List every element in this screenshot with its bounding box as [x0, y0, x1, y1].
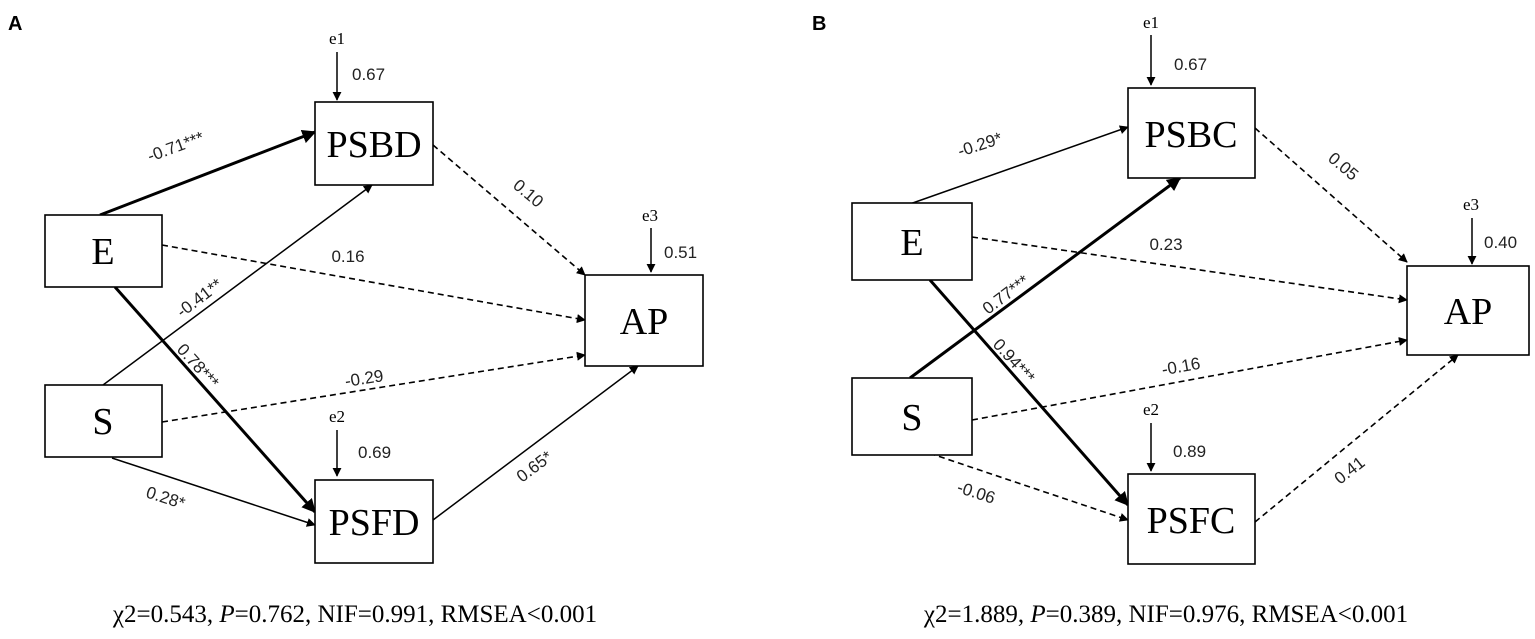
error-e3-value: 0.40 [1484, 233, 1517, 252]
coef-e-psbc: -0.29* [955, 129, 1004, 161]
node-s-label: S [92, 401, 113, 443]
path-e-psbd [99, 130, 317, 217]
path-s-ap [971, 337, 1408, 421]
path-e-ap [161, 244, 586, 324]
node-psfc: PSFC [1127, 473, 1256, 565]
node-s-label: S [901, 397, 922, 439]
path-psfd-ap [432, 365, 639, 521]
coef-e-ap: 0.16 [331, 247, 364, 266]
node-e-label: E [900, 222, 923, 264]
node-ap-label: AP [1444, 291, 1493, 333]
error-e3-name: e3 [642, 206, 658, 225]
path-e-psbc [906, 125, 1129, 206]
coef-psfd-ap: 0.65* [513, 447, 556, 486]
panel-b-label: B [812, 13, 826, 35]
path-psbd-ap [432, 144, 586, 276]
error-e1-name: e1 [329, 29, 345, 48]
node-psbd-label: PSBD [326, 124, 421, 166]
error-e2-value: 0.89 [1173, 442, 1206, 461]
node-ap: AP [1406, 265, 1530, 356]
path-s-psfd [111, 457, 316, 527]
coef-s-psbd: -0.41** [173, 275, 226, 322]
panel-a-label: A [8, 13, 22, 35]
fit-statistics-a: χ2=0.543, P=0.762, NIF=0.991, RMSEA<0.00… [112, 601, 597, 628]
node-e-label: E [91, 231, 114, 273]
node-psbd: PSBD [314, 101, 434, 186]
error-e1-name: e1 [1143, 13, 1159, 32]
path-psbc-ap [1254, 127, 1408, 263]
error-e2-name: e2 [329, 407, 345, 426]
fit-statistics-b: χ2=1.889, P=0.389, NIF=0.976, RMSEA<0.00… [923, 601, 1408, 628]
path-s-psfc [919, 449, 1129, 522]
coef-psfc-ap: 0.41 [1331, 453, 1369, 488]
coef-s-psfc: -0.06 [955, 478, 998, 508]
error-e3-name: e3 [1463, 195, 1479, 214]
coef-e-psfc: 0.94*** [989, 335, 1039, 387]
error-e2-value: 0.69 [358, 443, 391, 462]
node-ap: AP [584, 274, 704, 367]
node-psbc-label: PSBC [1145, 114, 1238, 156]
node-e: E [851, 202, 973, 281]
coef-psbc-ap: 0.05 [1324, 149, 1362, 185]
coef-s-ap: -0.16 [1160, 354, 1201, 379]
error-e1-value: 0.67 [352, 65, 385, 84]
path-s-ap [161, 351, 586, 423]
path-e-psfc [928, 279, 1130, 507]
node-ap-label: AP [620, 301, 669, 343]
panel-b: B E S PSBC PSFC A [812, 13, 1530, 628]
path-e-psfd [113, 286, 317, 514]
path-s-psbc [909, 176, 1182, 380]
node-psfd-label: PSFD [329, 502, 420, 544]
node-psfc-label: PSFC [1147, 500, 1236, 542]
node-psfd: PSFD [314, 479, 434, 564]
path-e-ap [971, 236, 1408, 304]
coef-s-ap: -0.29 [344, 366, 385, 391]
coef-e-psbd: -0.71*** [145, 128, 207, 166]
coef-e-psfd: 0.78*** [173, 340, 223, 392]
error-e1-value: 0.67 [1174, 55, 1207, 74]
error-e3-value: 0.51 [664, 243, 697, 262]
node-e: E [44, 214, 163, 288]
node-psbc: PSBC [1127, 87, 1256, 179]
coef-e-ap: 0.23 [1149, 235, 1182, 254]
error-e2-name: e2 [1143, 400, 1159, 419]
coef-s-psfd: 0.28* [144, 483, 188, 513]
node-s: S [851, 377, 973, 456]
path-psfc-ap [1254, 354, 1459, 523]
node-s: S [44, 384, 163, 458]
panel-a: A E S PSBD PSFD A [8, 13, 704, 628]
path-s-psbd [102, 184, 373, 386]
coef-psbd-ap: 0.10 [509, 176, 547, 212]
